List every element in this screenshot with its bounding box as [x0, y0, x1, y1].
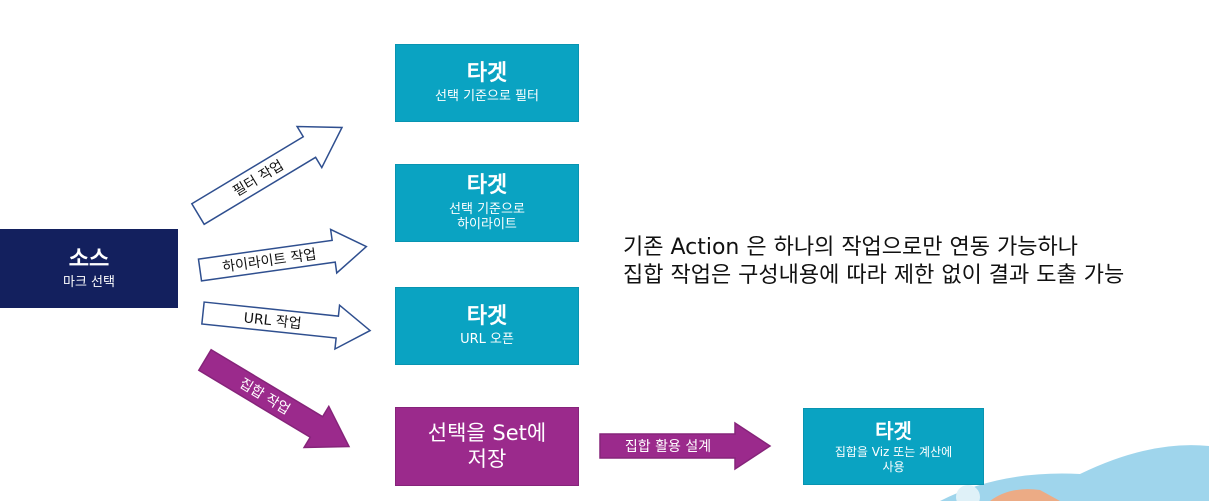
description-note: 기존 Action 은 하나의 작업으로만 연동 가능하나 집합 작업은 구성내…: [623, 234, 1124, 290]
target-highlight-box: 타겟 선택 기준으로 하이라이트: [395, 164, 579, 242]
set-store-line2: 저장: [467, 446, 507, 471]
target-filter-subtitle: 선택 기준으로 필터: [435, 89, 539, 105]
filter-arrow: 필터 작업: [190, 125, 344, 226]
source-title: 소스: [68, 246, 110, 272]
set-store-box: 선택을 Set에 저장: [395, 407, 579, 486]
target-url-box: 타겟 URL 오픈: [395, 287, 579, 365]
source-box: 소스 마크 선택: [0, 229, 178, 308]
decorative-swoosh: [940, 445, 1209, 501]
url-arrow: URL 작업: [201, 301, 372, 351]
target-filter-title: 타겟: [466, 61, 508, 86]
target-set-use-subtitle-2: 사용: [882, 459, 905, 474]
url-arrow-label: URL 작업: [243, 310, 302, 332]
set-use-arrow-label: 집합 활용 설계: [625, 439, 711, 455]
target-url-title: 타겟: [466, 304, 508, 329]
target-filter-box: 타겟 선택 기준으로 필터: [395, 44, 579, 122]
set-arrow: 집합 작업: [197, 348, 351, 449]
target-set-use-title: 타겟: [875, 419, 912, 444]
note-line-1: 기존 Action 은 하나의 작업으로만 연동 가능하나: [623, 235, 1078, 260]
target-set-use-box: 타겟 집합을 Viz 또는 계산에 사용: [803, 408, 984, 485]
target-url-subtitle: URL 오픈: [460, 332, 514, 348]
target-highlight-title: 타겟: [466, 173, 508, 199]
target-set-use-subtitle-1: 집합을 Viz 또는 계산에: [834, 445, 953, 460]
target-highlight-subtitle-1: 선택 기준으로: [449, 201, 525, 217]
highlight-arrow: 하이라이트 작업: [197, 228, 368, 282]
target-highlight-subtitle-2: 하이라이트: [457, 217, 517, 233]
source-subtitle: 마크 선택: [63, 274, 115, 290]
set-use-arrow: 집합 활용 설계: [599, 421, 772, 471]
note-line-2: 집합 작업은 구성내용에 따라 제한 없이 결과 도출 가능: [623, 263, 1125, 288]
set-store-line1: 선택을 Set에: [427, 421, 547, 446]
